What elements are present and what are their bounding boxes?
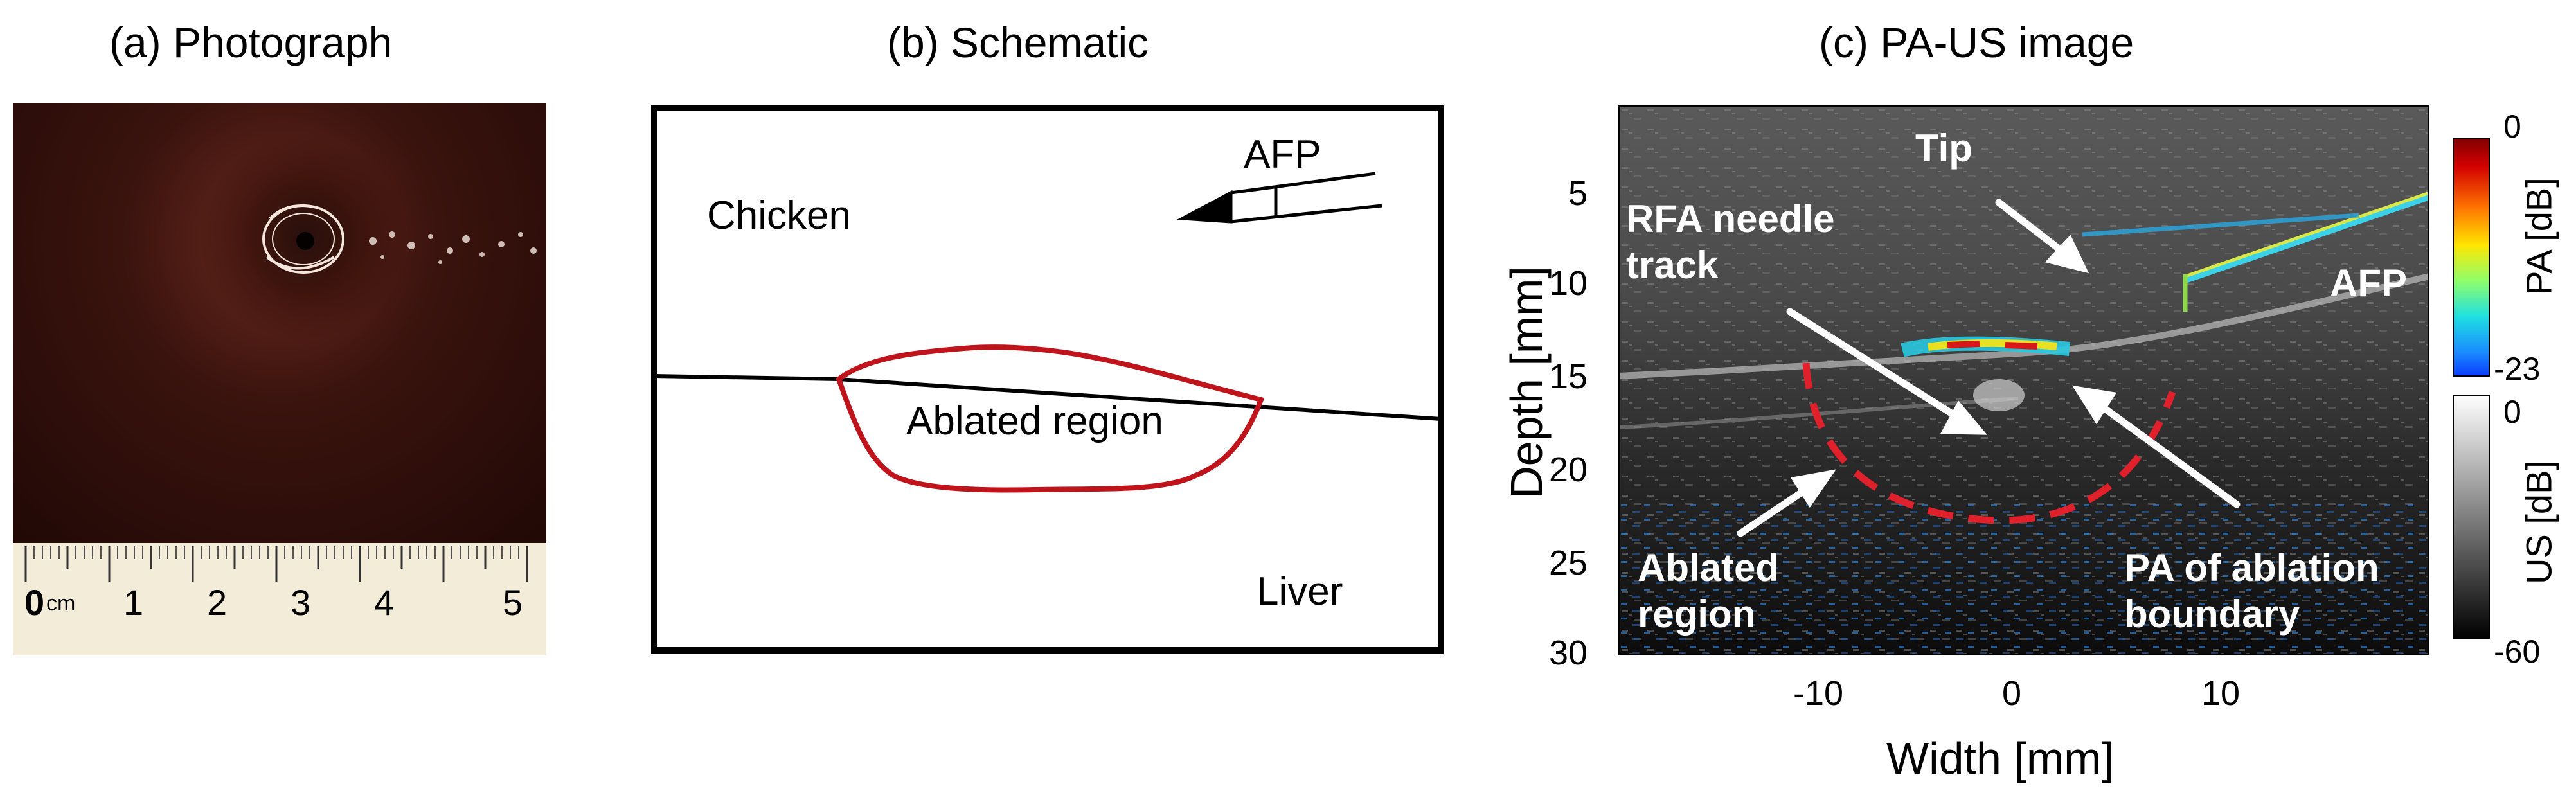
pa-boundary-annotation-line1: PA of ablation: [2124, 546, 2379, 589]
liver-label: Liver: [1257, 569, 1343, 614]
afp-label: AFP: [1244, 132, 1321, 177]
ruler-label: 5: [503, 582, 523, 623]
ablated-region-outline: [836, 344, 1265, 493]
ruler-label: 2: [207, 582, 228, 623]
rfa-needle-annotation-line2: track: [1626, 244, 1719, 287]
chicken-label: Chicken: [707, 193, 851, 238]
pa-colorbar-min: -23: [2494, 351, 2541, 387]
panel-a-title: (a) Photograph: [109, 19, 393, 66]
y-axis-label: Depth [mm]: [1501, 266, 1552, 499]
afp-annotation: AFP: [2330, 262, 2407, 305]
ruler-label: 3: [291, 582, 311, 623]
pa-colorbar-max: 0: [2503, 109, 2521, 145]
ruler-label: 1: [123, 582, 144, 623]
pa-us-image: [1620, 106, 2429, 655]
tip-annotation: Tip: [1915, 127, 1972, 170]
plot-frame: [1618, 105, 2429, 655]
y-tick: 20: [1549, 450, 1588, 489]
ruler-label: 4: [374, 582, 395, 623]
y-tick: 15: [1549, 357, 1588, 396]
ruler-label: 0: [24, 582, 45, 623]
x-tick: -10: [1793, 674, 1844, 713]
pa-colorbar-label: PA [dB]: [2518, 177, 2559, 295]
y-tick: 5: [1568, 174, 1588, 213]
ablation-boundary-dashed: [1802, 362, 2176, 524]
us-colorbar-max: 0: [2503, 394, 2521, 430]
us-colorbar-min: -60: [2494, 634, 2541, 670]
ablated-region-label: Ablated region: [906, 399, 1163, 443]
y-tick: 25: [1549, 544, 1588, 582]
pa-boundary-annotation-line2: boundary: [2124, 593, 2300, 636]
afp-probe-icon: [1177, 172, 1382, 224]
schematic-diagram: [651, 105, 1444, 654]
pa-colorbar: [2453, 138, 2490, 377]
colorbar-pair: [2453, 138, 2490, 639]
rfa-needle-annotation-line1: RFA needle: [1626, 197, 1835, 240]
photograph-image: [13, 103, 546, 655]
panel-b-title: (b) Schematic: [887, 19, 1149, 66]
x-axis-label: Width [mm]: [1886, 733, 2114, 783]
y-tick: 30: [1549, 634, 1588, 672]
x-tick: 10: [2201, 674, 2241, 713]
us-colorbar: [2453, 395, 2490, 639]
ruler-unit: cm: [46, 591, 76, 616]
panel-c-title: (c) PA-US image: [1819, 19, 2134, 66]
us-colorbar-label: US [dB]: [2518, 460, 2559, 584]
x-tick: 0: [2002, 674, 2022, 713]
ablated-annotation-line2: region: [1638, 593, 1756, 636]
y-tick: 10: [1549, 264, 1588, 303]
ablated-annotation-line1: Ablated: [1638, 546, 1780, 589]
